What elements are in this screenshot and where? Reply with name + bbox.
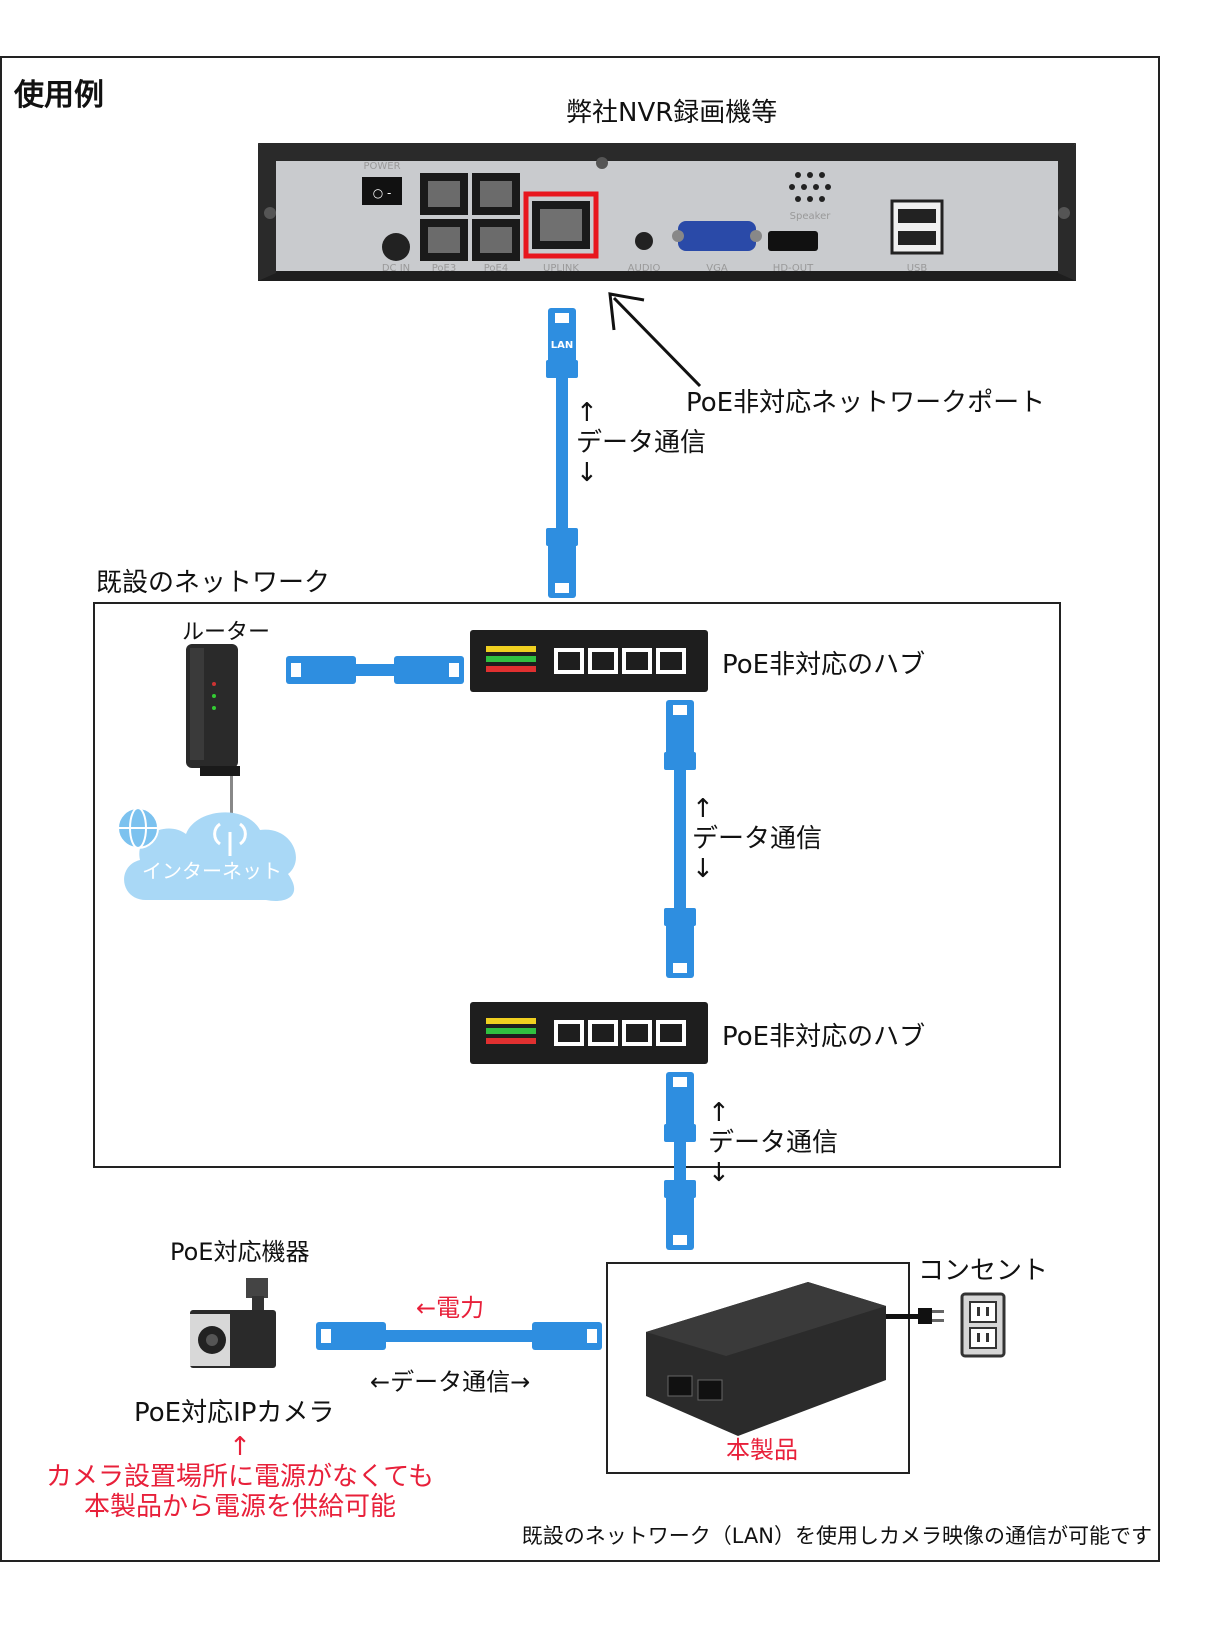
down-arrow: ↓ xyxy=(692,854,714,884)
lan-cable-router xyxy=(286,656,464,684)
poe-ports xyxy=(420,173,520,261)
outlet-label: コンセント xyxy=(918,1256,1049,1286)
wifi-icon xyxy=(213,822,247,856)
product-label: 本製品 xyxy=(726,1436,798,1464)
nvr-device: ○ - POWER DC IN PoE3 PoE4 UPLINK AUDIO V… xyxy=(258,143,1076,281)
router-cloud-line xyxy=(230,776,233,816)
non-poe-port-label: PoE非対応ネットワークポート xyxy=(686,388,1046,418)
hub-led-icon xyxy=(486,1018,536,1044)
down-arrow: ↓ xyxy=(708,1158,730,1188)
data-comm-text: データ通信 xyxy=(708,1128,839,1158)
note-arrow: ↑ xyxy=(229,1432,251,1462)
note-line-1: カメラ設置場所に電源がなくても xyxy=(46,1462,434,1492)
speaker-label: Speaker xyxy=(790,211,832,222)
camera-label: PoE対応IPカメラ xyxy=(134,1398,335,1428)
hub-1 xyxy=(470,630,708,692)
page-title: 使用例 xyxy=(14,78,104,113)
internet-label: インターネット xyxy=(142,859,282,883)
poe3-port-label: PoE3 xyxy=(432,263,456,274)
data-comm-3: ↑ データ通信 ↓ xyxy=(708,1098,838,1188)
hd-out-port-label: HD-OUT xyxy=(773,263,814,274)
data-flow-label: ←データ通信→ xyxy=(370,1368,531,1396)
lan-cable-1: LAN xyxy=(546,308,578,598)
audio-jack xyxy=(635,232,653,250)
lan-port-left xyxy=(667,1375,693,1397)
footer-note: 既設のネットワーク（LAN）を使用しカメラ映像の通信が可能です xyxy=(521,1524,1152,1548)
svg-text:○ -: ○ - xyxy=(373,186,392,200)
uplink-port xyxy=(523,191,599,259)
lan-cable-2 xyxy=(664,700,696,978)
hdmi-port xyxy=(768,231,818,251)
power-port-label: POWER xyxy=(363,161,400,172)
power-cord xyxy=(886,1308,944,1324)
poe4-port-label: PoE4 xyxy=(484,263,508,274)
hub-2 xyxy=(470,1002,708,1064)
network-title: 既設のネットワーク xyxy=(96,568,331,598)
usb-ports xyxy=(890,199,944,255)
data-comm-text: データ通信 xyxy=(576,428,707,458)
data-comm-2: ↑ データ通信 ↓ xyxy=(692,794,822,884)
up-arrow: ↑ xyxy=(708,1098,730,1128)
vga-port-label: VGA xyxy=(706,263,728,274)
pointer-arrow xyxy=(608,292,702,388)
vga-port xyxy=(672,221,762,251)
hub-led-icon xyxy=(486,646,536,672)
ip-camera xyxy=(190,1278,276,1368)
hub-1-label: PoE非対応のハブ xyxy=(722,650,926,680)
internet-cloud: インターネット xyxy=(117,807,296,901)
poe-injector xyxy=(646,1282,886,1436)
usb-port-label: USB xyxy=(907,263,928,274)
poe-device-label: PoE対応機器 xyxy=(170,1238,310,1266)
down-arrow: ↓ xyxy=(576,458,598,488)
hub-2-label: PoE非対応のハブ xyxy=(722,1022,926,1052)
lan-cable-3 xyxy=(664,1072,696,1250)
dc-in-jack xyxy=(382,233,410,261)
note-line-2: 本製品から電源を供給可能 xyxy=(83,1492,396,1522)
power-flow-label: ←電力 xyxy=(416,1294,485,1322)
camera-note: ↑ カメラ設置場所に電源がなくても 本製品から電源を供給可能 xyxy=(10,1432,470,1522)
router-device xyxy=(186,644,240,776)
network-box xyxy=(93,602,1061,1168)
data-comm-1: ↑ データ通信 ↓ xyxy=(576,398,706,488)
product-box xyxy=(606,1262,910,1474)
dc-in-port-label: DC IN xyxy=(382,263,410,274)
up-arrow: ↑ xyxy=(692,794,714,824)
lan-plug-label: LAN xyxy=(551,340,573,351)
diagram-frame xyxy=(0,56,1160,1562)
data-comm-text: データ通信 xyxy=(692,824,823,854)
lan-port-right xyxy=(697,1379,723,1401)
speaker-grille xyxy=(789,172,831,202)
up-arrow: ↑ xyxy=(576,398,598,428)
nvr-label: 弊社NVR録画機等 xyxy=(566,98,778,128)
outlet-icon xyxy=(960,1292,1006,1358)
audio-port-label: AUDIO xyxy=(628,263,661,274)
lan-cable-camera xyxy=(316,1322,602,1350)
router-label: ルーター xyxy=(182,620,271,645)
power-switch: ○ - xyxy=(362,177,402,205)
uplink-port-label: UPLINK xyxy=(543,263,579,274)
